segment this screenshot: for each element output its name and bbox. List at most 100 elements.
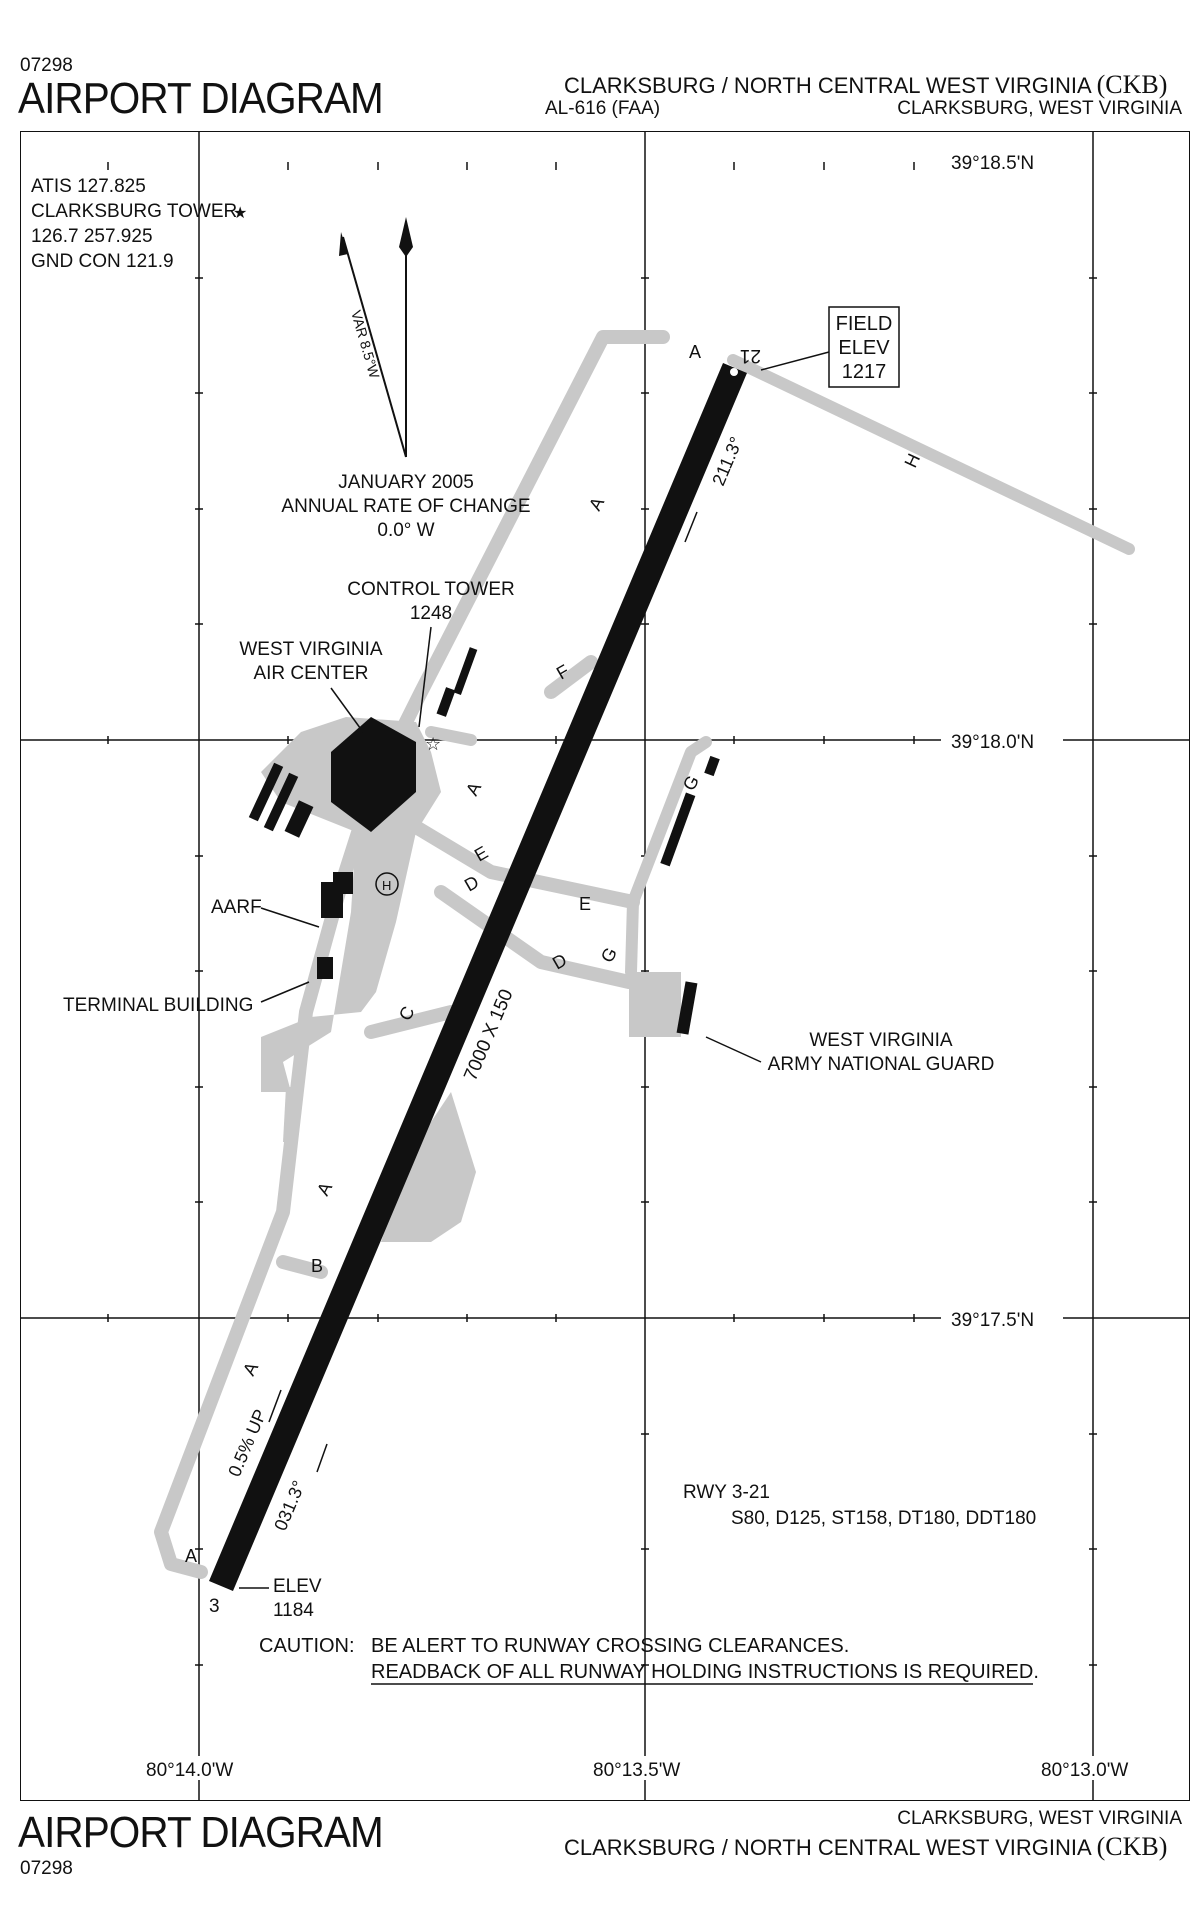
taxiway-label-e2: E — [579, 894, 591, 914]
airport-name-text: CLARKSBURG / NORTH CENTRAL WEST VIRGINIA — [564, 73, 1091, 98]
variation-label: VAR 8.5°W — [348, 308, 383, 380]
taxiway-h — [727, 354, 1135, 555]
hangar-ne-1 — [453, 647, 478, 695]
airport-diagram-frame: 39°18.5'N 39°18.0'N 39°17.5'N 80°14.0'W … — [20, 131, 1190, 1801]
field-elevation-box — [828, 306, 900, 388]
taxiway-label-g1: G — [597, 944, 621, 966]
ground-frequency: GND CON 121.9 — [31, 251, 174, 272]
magnetic-north-line — [342, 236, 407, 458]
control-tower-label: CONTROL TOWER — [347, 579, 515, 600]
runway-strength: S80, D125, ST158, DT180, DDT180 — [731, 1508, 1036, 1529]
air-center-leader — [330, 687, 364, 733]
north-arrows: VAR 8.5°W — [339, 217, 413, 458]
air-center-building — [331, 717, 416, 832]
footer-airport-id: (CKB) — [1096, 1832, 1168, 1861]
heading-3-arrow — [316, 1443, 328, 1473]
grid-ticks — [107, 162, 1097, 1666]
air-center-label-2: AIR CENTER — [253, 663, 368, 684]
control-tower-leader — [418, 626, 432, 728]
air-center-label-1: WEST VIRGINIA — [239, 639, 383, 660]
lat-label-18-0: 39°18.0'N — [951, 732, 1034, 753]
lat-label-bg — [941, 149, 1063, 173]
end3-elev-value: 1184 — [273, 1600, 314, 1621]
taxiway-link — [425, 726, 477, 746]
guard-label-2: ARMY NATIONAL GUARD — [768, 1054, 995, 1075]
footer-chart-number: 07298 — [20, 1858, 73, 1879]
tower-frequencies: 126.7 257.925 — [31, 226, 153, 247]
taxiway-f — [544, 655, 598, 699]
lat-label-bg — [941, 1306, 1063, 1330]
taxiway-label-a1: A — [689, 342, 701, 362]
lon-label-14-0: 80°14.0'W — [146, 1760, 233, 1781]
footer-title: AIRPORT DIAGRAM — [18, 1808, 384, 1857]
taxiway-label-d1: D — [461, 872, 482, 896]
hangar-w-2 — [263, 772, 299, 832]
magnetic-north-icon — [339, 232, 348, 256]
page-title: AIRPORT DIAGRAM — [18, 74, 384, 123]
end3-elev-label: ELEV — [273, 1576, 322, 1597]
terminal-leader — [260, 981, 310, 1003]
true-north-icon — [399, 217, 413, 257]
taxiway-label-a2: A — [585, 494, 608, 514]
footer-airport-name: CLARKSBURG / NORTH CENTRAL WEST VIRGINIA… — [564, 1832, 1167, 1862]
procedure-id: AL-616 (FAA) — [545, 98, 661, 119]
taxiway-label-a4: A — [313, 1179, 336, 1199]
field-elev-label: FIELD — [836, 313, 893, 335]
runway-3-21 — [209, 362, 747, 1592]
apron-stub — [283, 1087, 296, 1142]
taxiway-d — [434, 885, 636, 989]
hangar-g-1 — [660, 792, 696, 867]
heading-21-arrow — [684, 511, 698, 543]
city-state: CLARKSBURG, WEST VIRGINIA — [897, 98, 1182, 119]
airport-name: CLARKSBURG / NORTH CENTRAL WEST VIRGINIA… — [564, 70, 1167, 100]
heliport-icon — [375, 872, 399, 896]
footer-city-state: CLARKSBURG, WEST VIRGINIA — [897, 1808, 1182, 1829]
taxiway-a — [154, 330, 670, 1579]
lon-label-13-0: 80°13.0'W — [1041, 1760, 1128, 1781]
lat-label-17-5: 39°17.5'N — [951, 1310, 1034, 1331]
field-elev-value: 1217 — [842, 361, 887, 383]
hangar-g-2 — [704, 755, 720, 777]
control-tower-elev: 1248 — [410, 603, 452, 624]
buildings — [248, 647, 720, 1035]
hangar-w-1 — [248, 762, 284, 822]
chart-number: 07298 — [20, 55, 73, 76]
taxiway-label-a5: A — [239, 1359, 262, 1379]
caution-prefix: CAUTION: — [259, 1635, 355, 1657]
gradient-arrow — [268, 1389, 282, 1423]
taxiway-g — [625, 736, 712, 978]
footer-airport-name-text: CLARKSBURG / NORTH CENTRAL WEST VIRGINIA — [564, 1835, 1091, 1860]
guard-label-1: WEST VIRGINIA — [809, 1030, 953, 1051]
taxiway-label-a3: A — [462, 779, 485, 799]
lat-label-bg — [941, 728, 1063, 752]
taxiway-label-a6: A — [185, 1546, 197, 1566]
field-elev-point — [730, 368, 738, 376]
mag-rate-value: 0.0° W — [377, 520, 434, 541]
runway-end-3: 3 — [209, 1596, 220, 1617]
part-time-star-icon: ★ — [233, 205, 247, 222]
aarf-label: AARF — [211, 897, 262, 918]
atis-frequency: ATIS 127.825 — [31, 176, 146, 197]
lon-label-13-5: 80°13.5'W — [593, 1760, 680, 1781]
taxiway-b — [276, 1255, 328, 1279]
taxiway-c — [364, 1005, 458, 1039]
control-tower-star-icon: ☆ — [425, 734, 441, 754]
hangar-ne-2 — [436, 687, 456, 717]
mag-epoch: JANUARY 2005 — [338, 472, 474, 493]
lat-label-18-5: 39°18.5'N — [951, 153, 1034, 174]
taxiway-label-b: B — [311, 1256, 323, 1276]
airport-diagram: 39°18.5'N 39°18.0'N 39°17.5'N 80°14.0'W … — [21, 132, 1189, 1800]
heliport-label: H — [382, 878, 391, 893]
guard-apron — [629, 972, 681, 1037]
guard-leader — [705, 1036, 762, 1063]
airport-id: (CKB) — [1096, 70, 1168, 99]
caution-line-2: READBACK OF ALL RUNWAY HOLDING INSTRUCTI… — [371, 1661, 1039, 1683]
guard-building — [676, 981, 698, 1035]
south-apron — [381, 1092, 476, 1242]
aarf-annex — [333, 872, 353, 894]
terminal-building — [317, 957, 333, 979]
tower-name: CLARKSBURG TOWER — [31, 201, 237, 222]
taxiway-e — [409, 820, 640, 909]
caution-line-1: BE ALERT TO RUNWAY CROSSING CLEARANCES. — [371, 1635, 849, 1657]
taxiways — [154, 330, 1135, 1579]
